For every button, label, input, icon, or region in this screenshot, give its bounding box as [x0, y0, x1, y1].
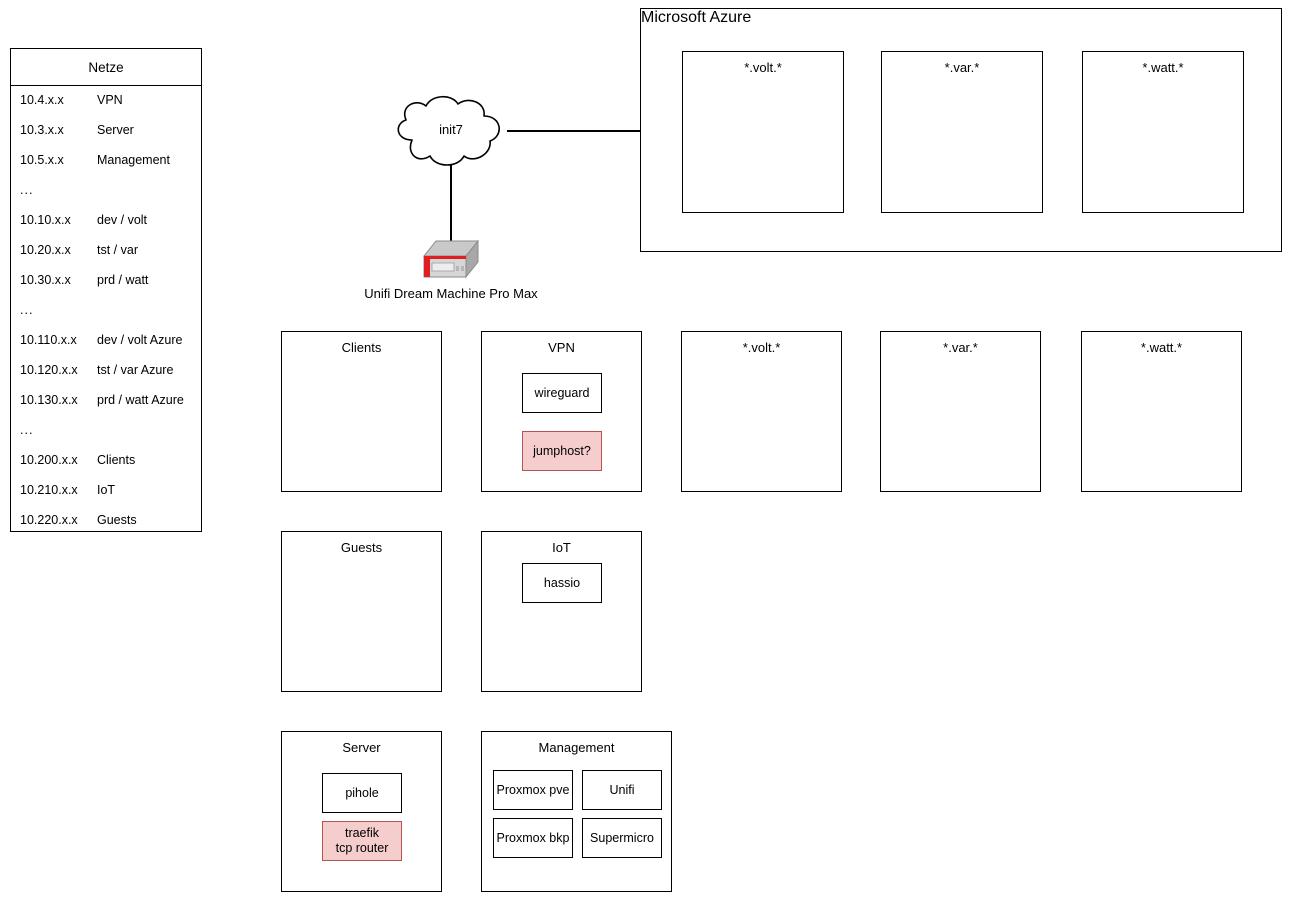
- netze-row-subnet: 10.3.x.x: [20, 123, 64, 137]
- service-jumphost-label: jumphost?: [533, 443, 591, 458]
- netze-table-row: ...: [11, 295, 201, 325]
- service-proxmox-pve[interactable]: Proxmox pve: [493, 770, 573, 810]
- network-box-watt: *.watt.*: [1081, 331, 1242, 492]
- netze-table-row: 10.30.x.x prd / watt: [11, 265, 201, 295]
- service-jumphost[interactable]: jumphost?: [522, 431, 602, 471]
- netze-table-row: 10.130.x.x prd / watt Azure: [11, 385, 201, 415]
- netze-row-subnet: 10.4.x.x: [20, 93, 64, 107]
- netze-row-ellipsis: ...: [20, 183, 34, 197]
- netze-row-name: IoT: [97, 483, 116, 497]
- network-box-server-title: Server: [342, 740, 381, 755]
- netze-row-subnet: 10.210.x.x: [20, 483, 78, 497]
- network-box-clients: Clients: [281, 331, 442, 492]
- network-box-var: *.var.*: [880, 331, 1041, 492]
- netze-row-name: Guests: [97, 513, 137, 527]
- network-box-vpn-title: VPN: [548, 340, 575, 355]
- netze-row-name: dev / volt Azure: [97, 333, 183, 347]
- netze-table-row: 10.20.x.x tst / var: [11, 235, 201, 265]
- azure-zone-watt-title: *.watt.*: [1142, 60, 1184, 75]
- netze-row-name: Server: [97, 123, 134, 137]
- service-hassio[interactable]: hassio: [522, 563, 602, 603]
- network-box-watt-title: *.watt.*: [1140, 340, 1183, 355]
- service-supermicro-label: Supermicro: [590, 830, 654, 845]
- netze-row-name: tst / var: [97, 243, 138, 257]
- netze-row-name: dev / volt: [97, 213, 148, 227]
- netze-row-name: Management: [97, 153, 170, 167]
- netze-row-name: prd / watt: [97, 273, 149, 287]
- netze-row-subnet: 10.220.x.x: [20, 513, 78, 527]
- service-proxmox-bkp-label: Proxmox bkp: [496, 830, 570, 845]
- network-box-management: Management Proxmox pve Unifi Proxmox bkp…: [481, 731, 672, 892]
- netze-row-subnet: 10.10.x.x: [20, 213, 71, 227]
- router-appliance-icon: [422, 239, 480, 279]
- netze-table-row: ...: [11, 175, 201, 205]
- router-caption: Unifi Dream Machine Pro Max: [364, 286, 538, 301]
- service-unifi-label: Unifi: [609, 782, 635, 797]
- cloud-label: init7: [439, 122, 463, 137]
- service-proxmox-pve-label: Proxmox pve: [496, 782, 570, 797]
- netze-row-subnet: 10.5.x.x: [20, 153, 64, 167]
- netze-table-row: 10.5.x.x Management: [11, 145, 201, 175]
- connector-cloud-to-router: [450, 162, 452, 244]
- netze-row-subnet: 10.130.x.x: [20, 393, 78, 407]
- netze-table-row: 10.110.x.x dev / volt Azure: [11, 325, 201, 355]
- netze-table-row: 10.4.x.x VPN: [11, 85, 201, 115]
- netze-table-row: 10.210.x.x IoT: [11, 475, 201, 505]
- network-box-var-title: *.var.*: [943, 340, 978, 355]
- netze-table-row: 10.10.x.x dev / volt: [11, 205, 201, 235]
- network-box-management-title: Management: [538, 740, 615, 755]
- service-unifi[interactable]: Unifi: [582, 770, 662, 810]
- network-box-guests-title: Guests: [340, 540, 383, 555]
- netze-row-name: tst / var Azure: [97, 363, 174, 377]
- netze-row-subnet: 10.20.x.x: [20, 243, 71, 257]
- netze-row-ellipsis: ...: [20, 423, 34, 437]
- netze-row-name: VPN: [97, 93, 123, 107]
- netze-row-subnet: 10.200.x.x: [20, 453, 78, 467]
- netze-legend-table: Netze 10.4.x.x VPN 10.3.x.x Server 10.5.x.x M…: [10, 48, 202, 532]
- netze-row-name: prd / watt Azure: [97, 393, 184, 407]
- netze-table-row: 10.120.x.x tst / var Azure: [11, 355, 201, 385]
- network-box-iot: IoT hassio: [481, 531, 642, 692]
- netze-row-subnet: 10.120.x.x: [20, 363, 78, 377]
- service-wireguard-label: wireguard: [534, 385, 590, 400]
- cloud-init7: init7: [388, 94, 514, 170]
- netze-row-subnet: 10.30.x.x: [20, 273, 71, 287]
- azure-title: Microsoft Azure: [641, 9, 752, 26]
- azure-zone-volt-title: *.volt.*: [744, 60, 782, 75]
- service-hassio-label: hassio: [543, 575, 581, 590]
- service-pihole[interactable]: pihole: [322, 773, 402, 813]
- cloud-icon: [397, 95, 500, 166]
- azure-container: Microsoft Azure *.volt.* *.var.* *.watt.…: [640, 8, 1282, 252]
- netze-table-row: 10.200.x.x Clients: [11, 445, 201, 475]
- netze-table-row: ...: [11, 415, 201, 445]
- azure-zone-volt: *.volt.*: [682, 51, 844, 213]
- netze-row-name: Clients: [97, 453, 136, 467]
- router-unifi-udm-pro-max: [420, 238, 482, 280]
- network-box-clients-title: Clients: [341, 340, 382, 355]
- network-box-guests: Guests: [281, 531, 442, 692]
- netze-row-subnet: 10.110.x.x: [20, 333, 77, 347]
- connector-cloud-to-azure: [507, 130, 641, 132]
- azure-zone-watt: *.watt.*: [1082, 51, 1244, 213]
- netze-table-row: 10.3.x.x Server: [11, 115, 201, 145]
- network-box-iot-title: IoT: [552, 540, 571, 555]
- service-wireguard[interactable]: wireguard: [522, 373, 602, 413]
- azure-zone-var: *.var.*: [881, 51, 1043, 213]
- network-box-vpn: VPN wireguard jumphost?: [481, 331, 642, 492]
- service-pihole-label: pihole: [345, 785, 379, 800]
- netze-table-title: Netze: [11, 49, 201, 86]
- azure-zone-var-title: *.var.*: [944, 60, 980, 75]
- service-supermicro[interactable]: Supermicro: [582, 818, 662, 858]
- network-box-volt-title: *.volt.*: [742, 340, 781, 355]
- service-proxmox-bkp[interactable]: Proxmox bkp: [493, 818, 573, 858]
- netze-table-rows: 10.4.x.x VPN 10.3.x.x Server 10.5.x.x Managem…: [11, 85, 201, 535]
- netze-row-ellipsis: ...: [20, 303, 34, 317]
- netze-table-row: 10.220.x.x Guests: [11, 505, 201, 535]
- network-box-volt: *.volt.*: [681, 331, 842, 492]
